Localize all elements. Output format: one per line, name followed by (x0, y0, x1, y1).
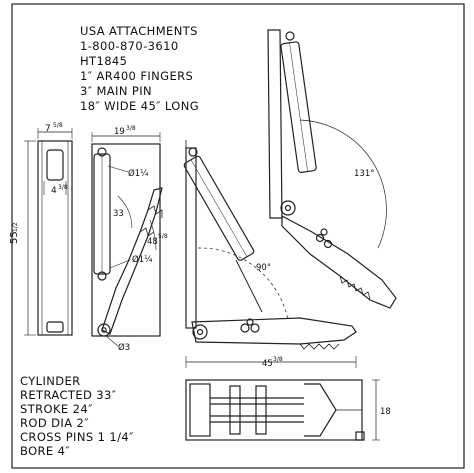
dim-cylinder-length: 33 (113, 209, 124, 219)
angle-90-label: 90° (256, 263, 271, 273)
top-plate-2 (255, 385, 267, 435)
wide-view (267, 29, 397, 309)
dim-arm-length: 48 (147, 237, 158, 247)
wide-arc (299, 119, 387, 249)
phone-number: 1-800-870-3610 (80, 39, 179, 53)
top-view-labels: 18 (380, 407, 391, 417)
cylinder-stroke: STROKE 24″ (20, 402, 93, 416)
top-thumb-tip (304, 383, 337, 437)
cylinder-block: CYLINDER RETRACTED 33″ STROKE 24″ ROD DI… (20, 374, 134, 458)
dim-bracket-frac: 3/8 (58, 184, 68, 191)
dim-total-length: 45 (262, 359, 273, 369)
dim-bracket: 4 (51, 186, 57, 196)
mount-view (91, 132, 163, 347)
wide-view-labels: 131° (354, 169, 374, 179)
upper-pin-slot (46, 149, 64, 181)
cylinder-bore: BORE 4″ (20, 444, 70, 458)
side-view (24, 128, 73, 336)
size-spec: 18″ WIDE 45″ LONG (80, 99, 199, 113)
mount-view-labels: 19 3/8 Ø1¼ 33 48 5/8 Ø1¼ Ø3 (113, 125, 168, 353)
dim-height: 55 (9, 231, 20, 244)
dim-arm-length-frac: 5/8 (158, 233, 168, 240)
spec-block: USA ATTACHMENTS 1-800-870-3610 HT1845 1″… (80, 24, 199, 113)
fingers-spec: 1″ AR400 FINGERS (80, 69, 193, 83)
side-plate (37, 140, 73, 336)
wide-thumb (281, 215, 397, 309)
open-main-pin (192, 324, 208, 340)
top-left-bracket (189, 383, 211, 437)
mount-frame (91, 143, 161, 337)
open-mount (185, 147, 197, 329)
top-plate-1 (229, 385, 241, 435)
mount-main-pin (97, 323, 111, 337)
lower-pin-slot (46, 321, 64, 333)
dim-main-pin: Ø3 (118, 342, 130, 353)
main-pin-spec: 3″ MAIN PIN (80, 84, 152, 98)
dim-pin-upper: Ø1¼ (128, 168, 148, 179)
angle-131-label: 131° (354, 169, 374, 179)
dim-height-frac: 1/2 (12, 222, 19, 232)
dim-mount-width-frac: 3/8 (126, 125, 136, 132)
cylinder-cross-pins: CROSS PINS 1 1/4″ (20, 430, 134, 444)
drawing-border (11, 3, 465, 469)
top-view (185, 379, 380, 441)
dim-top-width-frac: 5/8 (53, 122, 63, 129)
dim-depth: 18 (380, 407, 391, 417)
dim-total-length-frac: 3/8 (273, 356, 283, 363)
dim-mount-width: 19 (114, 127, 125, 137)
dim-pin-lower: Ø1¼ (132, 254, 152, 265)
open-thumb (191, 317, 357, 345)
open-arc (197, 247, 289, 321)
side-view-labels: 7 5/8 55 1/2 4 3/8 (9, 122, 68, 244)
wide-main-pin (280, 200, 296, 216)
cylinder-heading: CYLINDER (20, 374, 81, 388)
dim-top-width: 7 (45, 124, 51, 134)
cylinder-retracted: RETRACTED 33″ (20, 388, 117, 402)
mount-thumb (101, 187, 163, 335)
wide-mount (267, 29, 283, 219)
company-name: USA ATTACHMENTS (80, 24, 198, 38)
cylinder-rod: ROD DIA 2″ (20, 416, 89, 430)
model-number: HT1845 (80, 54, 127, 68)
open-view-labels: 90° 45 3/8 (256, 263, 283, 369)
open-view (183, 140, 357, 368)
